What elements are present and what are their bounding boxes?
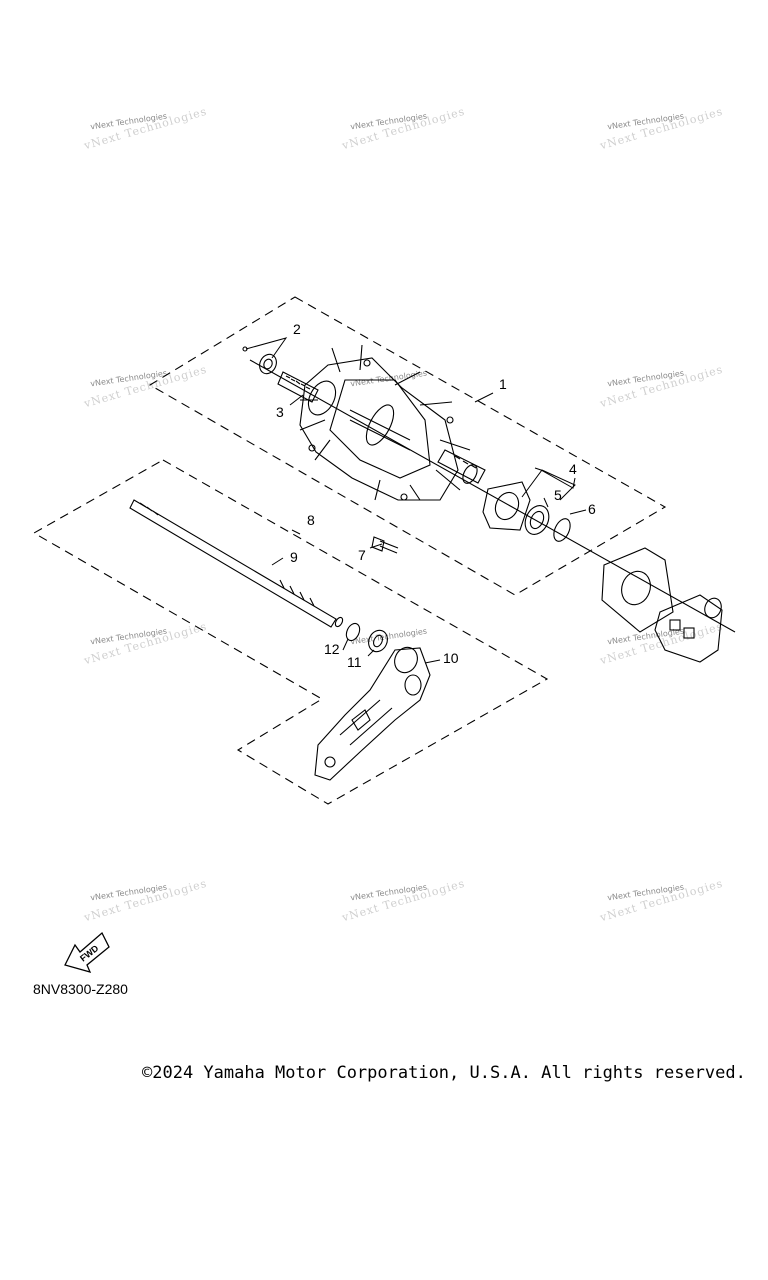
callout-12: 12 bbox=[324, 641, 340, 657]
callout-4: 4 bbox=[569, 461, 577, 477]
part-10-arm-bracket bbox=[314, 646, 431, 781]
rear-plate bbox=[601, 547, 674, 633]
callout-11: 11 bbox=[347, 654, 362, 670]
copyright-notice: ©2024 Yamaha Motor Corporation, U.S.A. A… bbox=[142, 1063, 746, 1083]
callout-7: 7 bbox=[358, 547, 366, 563]
assembly-box-1 bbox=[148, 296, 667, 596]
assembly-box-8 bbox=[32, 459, 549, 805]
fwd-label: FWD bbox=[78, 943, 101, 964]
callout-6: 6 bbox=[588, 501, 596, 517]
callout-1: 1 bbox=[499, 376, 507, 392]
callout-5: 5 bbox=[554, 487, 562, 503]
part-12-o-ring bbox=[345, 622, 361, 642]
fwd-arrow-icon bbox=[64, 931, 110, 973]
part-6-circlip bbox=[553, 518, 571, 542]
callout-9: 9 bbox=[290, 549, 298, 565]
part-2-collar bbox=[242, 346, 277, 375]
drive-shaft-housing bbox=[277, 344, 486, 501]
rear-bearing-housing bbox=[654, 594, 723, 663]
callout-2: 2 bbox=[293, 321, 301, 337]
callout-3: 3 bbox=[276, 404, 284, 420]
part-11-bearing bbox=[368, 629, 388, 653]
callout-8: 8 bbox=[307, 512, 315, 528]
callout-10: 10 bbox=[443, 650, 459, 666]
diagram-code: 8NV8300-Z280 bbox=[33, 981, 128, 997]
part-9-shaft bbox=[129, 499, 344, 628]
part-5-oil-seal bbox=[524, 505, 550, 535]
part-7-bolt bbox=[371, 536, 399, 554]
part-4-gasket bbox=[482, 481, 531, 531]
leader-lines bbox=[245, 337, 587, 664]
